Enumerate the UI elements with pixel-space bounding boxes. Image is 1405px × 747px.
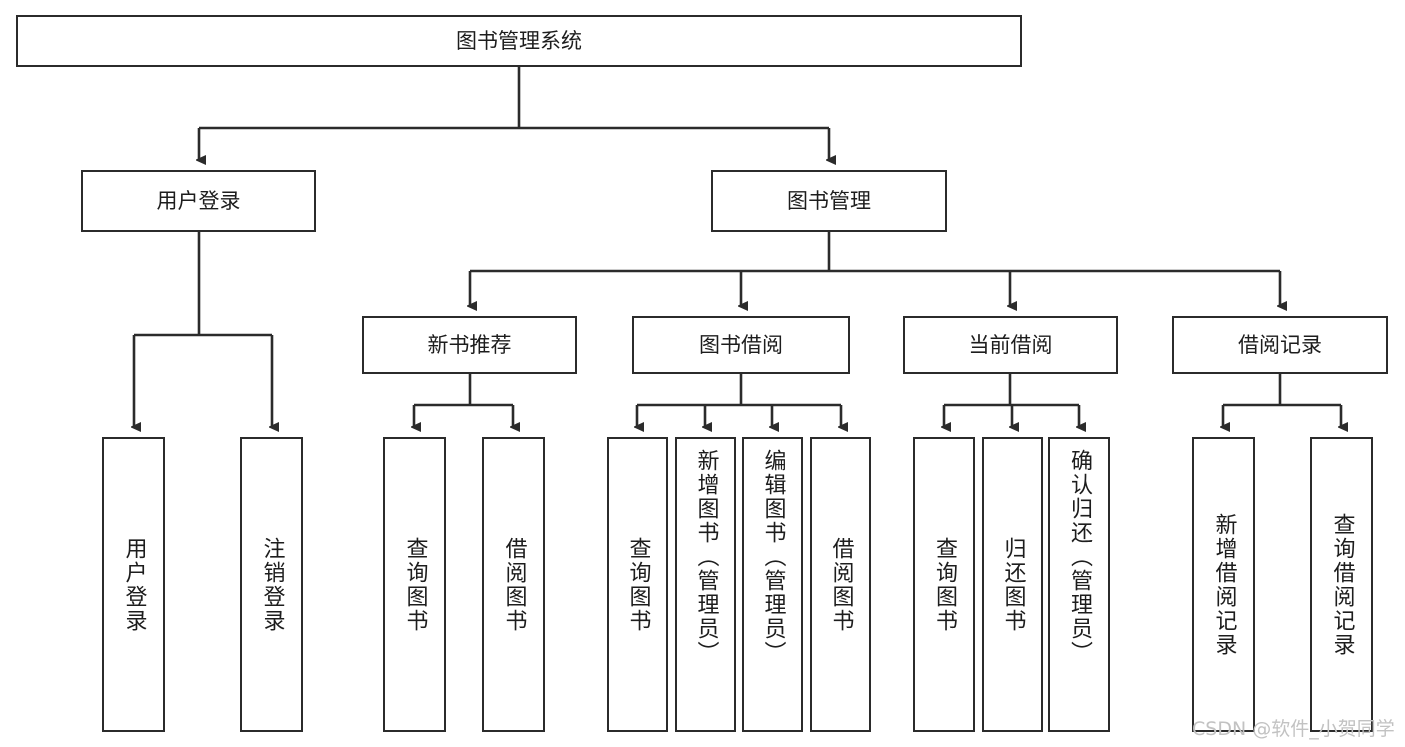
node-label: 查询借阅记录 (1329, 512, 1355, 657)
node-label: 注销登录 (259, 536, 285, 633)
leaf-borrow-query-book[interactable]: 查询图书 (607, 437, 668, 732)
node-label: 借阅图书 (828, 536, 854, 633)
node-book-management[interactable]: 图书管理 (711, 170, 947, 232)
node-label: 查询图书 (932, 536, 957, 633)
leaf-recommend-borrow-book[interactable]: 借阅图书 (482, 437, 545, 732)
node-current-borrow[interactable]: 当前借阅 (903, 316, 1118, 374)
node-label: 图书借阅 (699, 332, 783, 357)
leaf-borrow-borrow-book[interactable]: 借阅图书 (810, 437, 871, 732)
node-label: 新增图书（管理员） (693, 449, 719, 665)
node-label: 借阅图书 (501, 536, 527, 633)
node-label: 用户登录 (156, 188, 241, 213)
node-borrow-record[interactable]: 借阅记录 (1172, 316, 1388, 374)
leaf-current-return-book[interactable]: 归还图书 (982, 437, 1043, 732)
leaf-borrow-add-book-admin[interactable]: 新增图书（管理员） (675, 437, 736, 732)
leaf-current-query-book[interactable]: 查询图书 (913, 437, 975, 732)
leaf-record-query-record[interactable]: 查询借阅记录 (1310, 437, 1373, 732)
node-root-system[interactable]: 图书管理系统 (16, 15, 1022, 67)
leaf-current-confirm-return-admin[interactable]: 确认归还（管理员） (1048, 437, 1110, 732)
node-label: 编辑图书（管理员） (760, 449, 786, 665)
node-label: 新书推荐 (427, 332, 512, 357)
node-label: 借阅记录 (1238, 332, 1322, 357)
node-label: 当前借阅 (968, 332, 1053, 357)
node-label: 归还图书 (1000, 536, 1026, 633)
leaf-record-add-record[interactable]: 新增借阅记录 (1192, 437, 1255, 732)
node-new-book-recommend[interactable]: 新书推荐 (362, 316, 577, 374)
node-user-login[interactable]: 用户登录 (81, 170, 316, 232)
node-book-borrow[interactable]: 图书借阅 (632, 316, 850, 374)
leaf-borrow-edit-book-admin[interactable]: 编辑图书（管理员） (742, 437, 803, 732)
node-label: 图书管理系统 (456, 28, 582, 53)
node-label: 图书管理 (787, 188, 871, 213)
node-label: 查询图书 (625, 536, 651, 633)
leaf-user-login-logout[interactable]: 注销登录 (240, 437, 303, 732)
node-label: 查询图书 (402, 536, 428, 633)
node-label: 确认归还（管理员） (1067, 449, 1092, 665)
node-label: 用户登录 (121, 536, 147, 633)
leaf-user-login-login[interactable]: 用户登录 (102, 437, 165, 732)
node-label: 新增借阅记录 (1211, 512, 1237, 657)
leaf-recommend-query-book[interactable]: 查询图书 (383, 437, 446, 732)
